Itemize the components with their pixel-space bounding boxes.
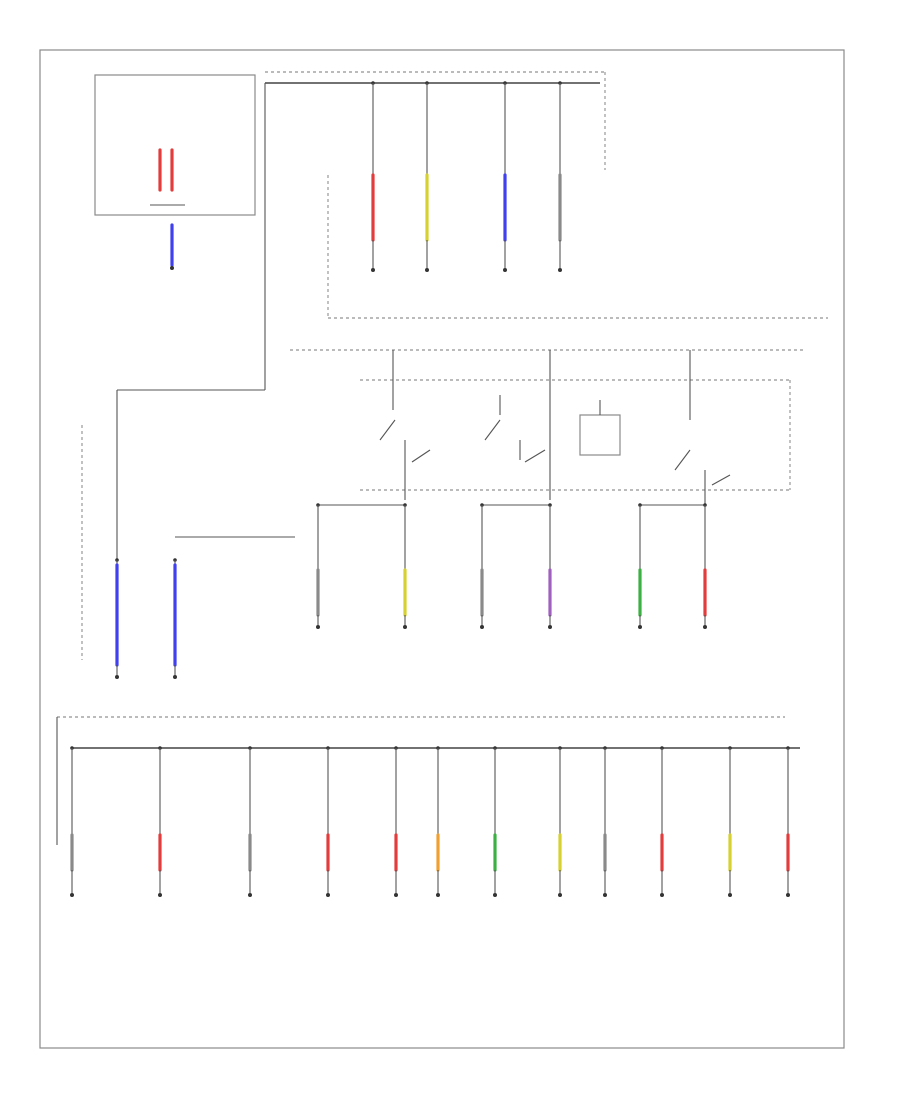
bottom-branch-2 xyxy=(158,746,162,897)
bottom-branch-12 xyxy=(786,746,790,897)
middle-terminal-4 xyxy=(548,625,552,629)
bottom-branch-6 xyxy=(436,746,440,897)
left-wire-group xyxy=(115,558,177,679)
bottom-branch-4 xyxy=(326,746,330,897)
switch-1 xyxy=(379,350,431,500)
left-terminal-1 xyxy=(115,675,119,679)
middle-branch-4 xyxy=(548,503,552,629)
middle-branch-6 xyxy=(703,503,707,629)
bottom-branch-9 xyxy=(603,746,607,897)
bottom-terminal-12 xyxy=(786,893,790,897)
top-terminal-2 xyxy=(425,268,429,272)
middle-branch-3 xyxy=(480,503,484,629)
top-wire-group xyxy=(371,81,562,272)
middle-terminal-5 xyxy=(638,625,642,629)
middle-terminal-3 xyxy=(480,625,484,629)
bottom-branch-7 xyxy=(493,746,497,897)
bottom-branch-5 xyxy=(394,746,398,897)
left-branch-2 xyxy=(173,558,177,679)
left-branch-1 xyxy=(115,558,119,679)
top-branch-1 xyxy=(371,81,375,272)
bottom-terminal-1 xyxy=(70,893,74,897)
top-terminal-4 xyxy=(558,268,562,272)
bottom-wire-group xyxy=(70,746,790,897)
bottom-terminal-7 xyxy=(493,893,497,897)
bottom-terminal-8 xyxy=(558,893,562,897)
switch-2 xyxy=(484,350,551,500)
bottom-terminal-6 xyxy=(436,893,440,897)
middle-terminal-2 xyxy=(403,625,407,629)
bottom-terminal-5 xyxy=(394,893,398,897)
middle-terminal-1 xyxy=(316,625,320,629)
top-terminal-3 xyxy=(503,268,507,272)
bottom-terminal-3 xyxy=(248,893,252,897)
bottom-terminal-2 xyxy=(158,893,162,897)
middle-branch-2 xyxy=(403,503,407,629)
top-branch-2 xyxy=(425,81,429,272)
top-terminal-1 xyxy=(371,268,375,272)
bottom-branch-10 xyxy=(660,746,664,897)
bottom-terminal-9 xyxy=(603,893,607,897)
bottom-terminal-4 xyxy=(326,893,330,897)
fuse-block-left xyxy=(94,74,256,216)
bottom-branch-3 xyxy=(248,746,252,897)
bottom-branch-1 xyxy=(70,746,74,897)
switch-4 xyxy=(674,350,731,505)
bottom-branch-11 xyxy=(728,746,732,897)
middle-branch-5 xyxy=(638,503,642,629)
bottom-terminal-11 xyxy=(728,893,732,897)
diagram-frame xyxy=(39,49,845,1049)
top-left-connector xyxy=(150,148,185,270)
left-terminal-2 xyxy=(173,675,177,679)
bottom-branch-8 xyxy=(558,746,562,897)
bottom-terminal-10 xyxy=(660,893,664,897)
top-branch-3 xyxy=(503,81,507,272)
middle-branch-1 xyxy=(316,503,320,629)
middle-wire-group xyxy=(316,503,707,629)
top-branch-4 xyxy=(558,81,562,272)
switch-3-relay xyxy=(579,400,621,456)
middle-terminal-6 xyxy=(703,625,707,629)
